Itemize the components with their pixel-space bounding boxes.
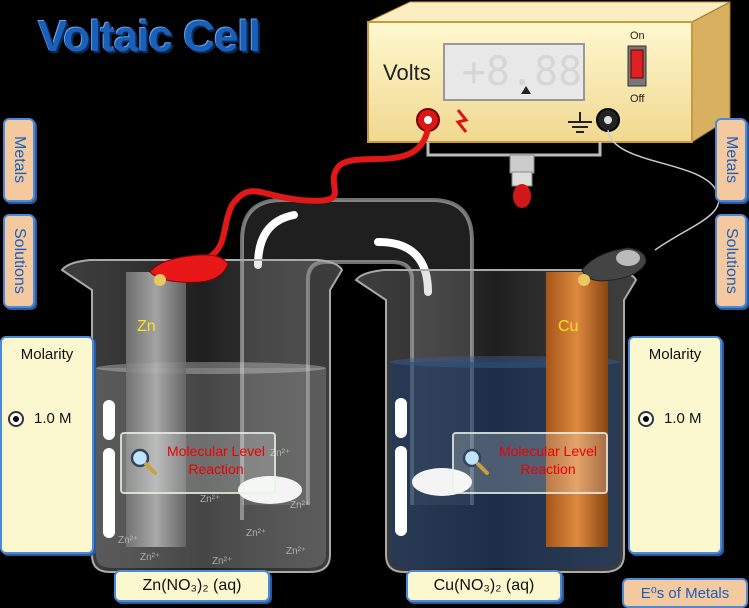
- right-cotton-plug: [412, 468, 472, 496]
- voltmeter-display-bg: [443, 43, 585, 101]
- zinc-label: Zn: [137, 318, 156, 335]
- zinc-electrode[interactable]: [126, 272, 186, 547]
- left-beaker-mark2: [103, 448, 115, 538]
- power-switch[interactable]: [630, 49, 644, 79]
- zinc-ion: Zn²⁺: [140, 552, 161, 563]
- zinc-ion: Zn²⁺: [212, 556, 233, 567]
- right-molarity-radio[interactable]: [638, 411, 654, 427]
- voltmeter-top: [367, 1, 731, 23]
- probe-jack-base: [511, 171, 533, 187]
- black-clip-highlight: [616, 250, 640, 266]
- red-alligator-clip[interactable]: [149, 254, 229, 283]
- red-clip-contact: [154, 274, 166, 286]
- bridge-highlight-left: [254, 211, 298, 269]
- right-reaction-label: Molecular Level Reaction: [498, 443, 598, 477]
- switch-off-label: Off: [630, 93, 645, 105]
- left-molarity-title: Molarity: [20, 346, 74, 363]
- zinc-ion: Zn²⁺: [246, 528, 267, 539]
- left-beaker-mark: [103, 400, 115, 440]
- eos-of-metals-button[interactable]: E⁰s of Metals: [622, 578, 748, 608]
- right-solution-label: Cu(NO₃)₂ (aq): [406, 570, 562, 602]
- right-molarity-title: Molarity: [648, 346, 702, 363]
- magnifier-icon: [130, 448, 157, 475]
- magnifier-icon: [462, 448, 489, 475]
- black-clip-contact: [578, 274, 590, 286]
- right-molarity-value: 1.0 M: [664, 410, 702, 427]
- left-molarity-panel: Molarity 1.0 M: [0, 336, 94, 554]
- copper-electrode[interactable]: [546, 272, 608, 547]
- right-molarity-panel: Molarity 1.0 M: [628, 336, 722, 554]
- zinc-ion: Zn²⁺: [286, 546, 307, 557]
- red-terminal-center: [424, 116, 432, 124]
- display-decimal-marker: [521, 86, 531, 94]
- left-molecular-reaction-button[interactable]: Molecular Level Reaction: [120, 432, 276, 494]
- red-wire: [198, 127, 431, 265]
- right-solutions-tab[interactable]: Solutions: [715, 214, 747, 308]
- left-metals-tab[interactable]: Metals: [3, 118, 35, 202]
- probe-jack-wire: [426, 142, 602, 157]
- probe-jack: [509, 154, 535, 174]
- right-beaker-mark2: [395, 446, 407, 536]
- lightning-icon: [455, 109, 469, 133]
- left-solution-label: Zn(NO₃)₂ (aq): [114, 570, 270, 602]
- salt-bridge-outer: [240, 198, 474, 520]
- left-cotton-plug: [238, 476, 302, 504]
- volts-label: Volts: [383, 60, 431, 85]
- left-reaction-label: Molecular Level Reaction: [166, 443, 266, 477]
- right-molecular-reaction-button[interactable]: Molecular Level Reaction: [452, 432, 608, 494]
- left-solutions-tab[interactable]: Solutions: [3, 214, 35, 308]
- left-molarity-radio[interactable]: [8, 411, 24, 427]
- right-beaker-mark: [395, 398, 407, 438]
- left-molarity-value: 1.0 M: [34, 410, 72, 427]
- page-title: Voltaic Cell: [38, 12, 261, 61]
- right-metals-tab[interactable]: Metals: [715, 118, 747, 202]
- zinc-ion: Zn²⁺: [290, 500, 311, 511]
- zinc-ion: Zn²⁺: [270, 448, 291, 459]
- switch-on-label: On: [630, 30, 645, 42]
- black-terminal-center: [604, 116, 612, 124]
- black-wire: [607, 129, 720, 251]
- volts-display: +8.88: [461, 49, 583, 95]
- zinc-ion: Zn²⁺: [200, 494, 221, 505]
- copper-label: Cu: [558, 318, 579, 335]
- ground-icon: [568, 112, 592, 133]
- zinc-ion: Zn²⁺: [118, 535, 139, 546]
- probe-tip: [513, 184, 531, 208]
